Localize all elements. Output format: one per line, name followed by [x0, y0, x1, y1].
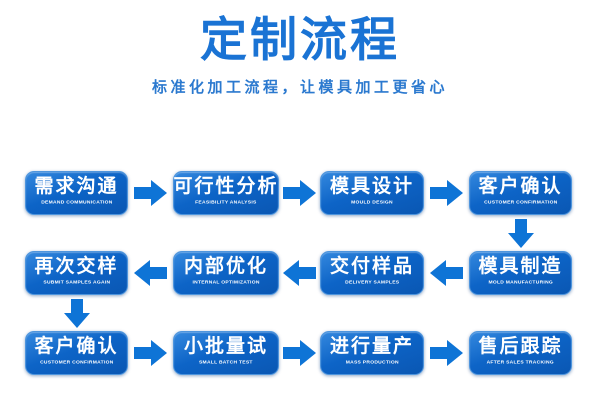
step-feasibility-analysis: 可行性分析 FEASIBILITY ANALYSIS — [173, 171, 279, 215]
step-mould-design: 模具设计 MOULD DESIGN — [320, 171, 424, 215]
step-label-en: DEMAND COMMUNICATION — [40, 198, 113, 205]
step-demand-communication: 需求沟通 DEMAND COMMUNICATION — [25, 171, 128, 215]
step-label-en: INTERNAL OPTIMIZATION — [192, 278, 260, 285]
step-customer-confirmation-2: 客户确认 CUSTOMER CONFIRMATION — [25, 331, 128, 375]
step-label-en: FEASIBILITY ANALYSIS — [195, 198, 257, 205]
step-label-zh: 再次交样 — [34, 256, 119, 278]
step-label-en: SMALL BATCH TEST — [199, 358, 253, 365]
step-submit-samples-again: 再次交样 SUBMIT SAMPLES AGAIN — [25, 251, 128, 295]
step-label-en: SUBMIT SAMPLES AGAIN — [43, 278, 110, 285]
step-customer-confirmation-1: 客户确认 CUSTOMER CONFIRMATION — [469, 171, 572, 215]
arrow-right-icon — [279, 171, 320, 215]
step-label-zh: 客户确认 — [34, 336, 119, 358]
process-flowchart: 需求沟通 DEMAND COMMUNICATION 可行性分析 FEASIBIL… — [25, 171, 572, 375]
page-subtitle: 标准化加工流程，让模具加工更省心 — [151, 78, 448, 96]
arrow-right-icon — [424, 171, 469, 215]
step-label-zh: 交付样品 — [329, 256, 414, 278]
step-label-zh: 售后跟踪 — [478, 336, 563, 358]
page-title: 定制流程 — [200, 13, 400, 66]
step-small-batch-test: 小批量试 SMALL BATCH TEST — [173, 331, 279, 375]
step-label-zh: 需求沟通 — [34, 176, 119, 198]
arrow-left-icon — [128, 251, 173, 295]
step-label-zh: 可行性分析 — [173, 176, 279, 198]
step-internal-optimization: 内部优化 INTERNAL OPTIMIZATION — [173, 251, 279, 295]
arrow-right-icon — [424, 331, 469, 375]
arrow-down-icon — [469, 215, 572, 251]
arrow-down-icon — [25, 295, 128, 331]
step-label-en: CUSTOMER CONFIRMATION — [483, 198, 558, 205]
step-label-en: MASS PRODUCTION — [345, 358, 399, 365]
step-label-zh: 模具设计 — [329, 176, 414, 198]
step-mass-production: 进行量产 MASS PRODUCTION — [320, 331, 424, 375]
step-label-en: MOLD MANUFACTURING — [488, 278, 553, 285]
arrow-right-icon — [279, 331, 320, 375]
arrow-right-icon — [128, 171, 173, 215]
step-label-zh: 小批量试 — [183, 336, 268, 358]
step-mold-manufacturing: 模具制造 MOLD MANUFACTURING — [469, 251, 572, 295]
step-label-zh: 客户确认 — [478, 176, 563, 198]
header: 定制流程 标准化加工流程，让模具加工更省心 — [0, 0, 600, 97]
arrow-right-icon — [128, 331, 173, 375]
step-label-en: MOULD DESIGN — [351, 198, 393, 205]
arrow-left-icon — [279, 251, 320, 295]
step-label-en: DELIVERY SAMPLES — [344, 278, 400, 285]
arrow-left-icon — [424, 251, 469, 295]
step-label-en: AFTER SALES TRACKING — [486, 358, 555, 365]
step-label-en: CUSTOMER CONFIRMATION — [39, 358, 114, 365]
step-delivery-samples: 交付样品 DELIVERY SAMPLES — [320, 251, 424, 295]
step-label-zh: 进行量产 — [329, 336, 414, 358]
step-label-zh: 模具制造 — [478, 256, 563, 278]
step-label-zh: 内部优化 — [183, 256, 268, 278]
step-after-sales-tracking: 售后跟踪 AFTER SALES TRACKING — [469, 331, 572, 375]
